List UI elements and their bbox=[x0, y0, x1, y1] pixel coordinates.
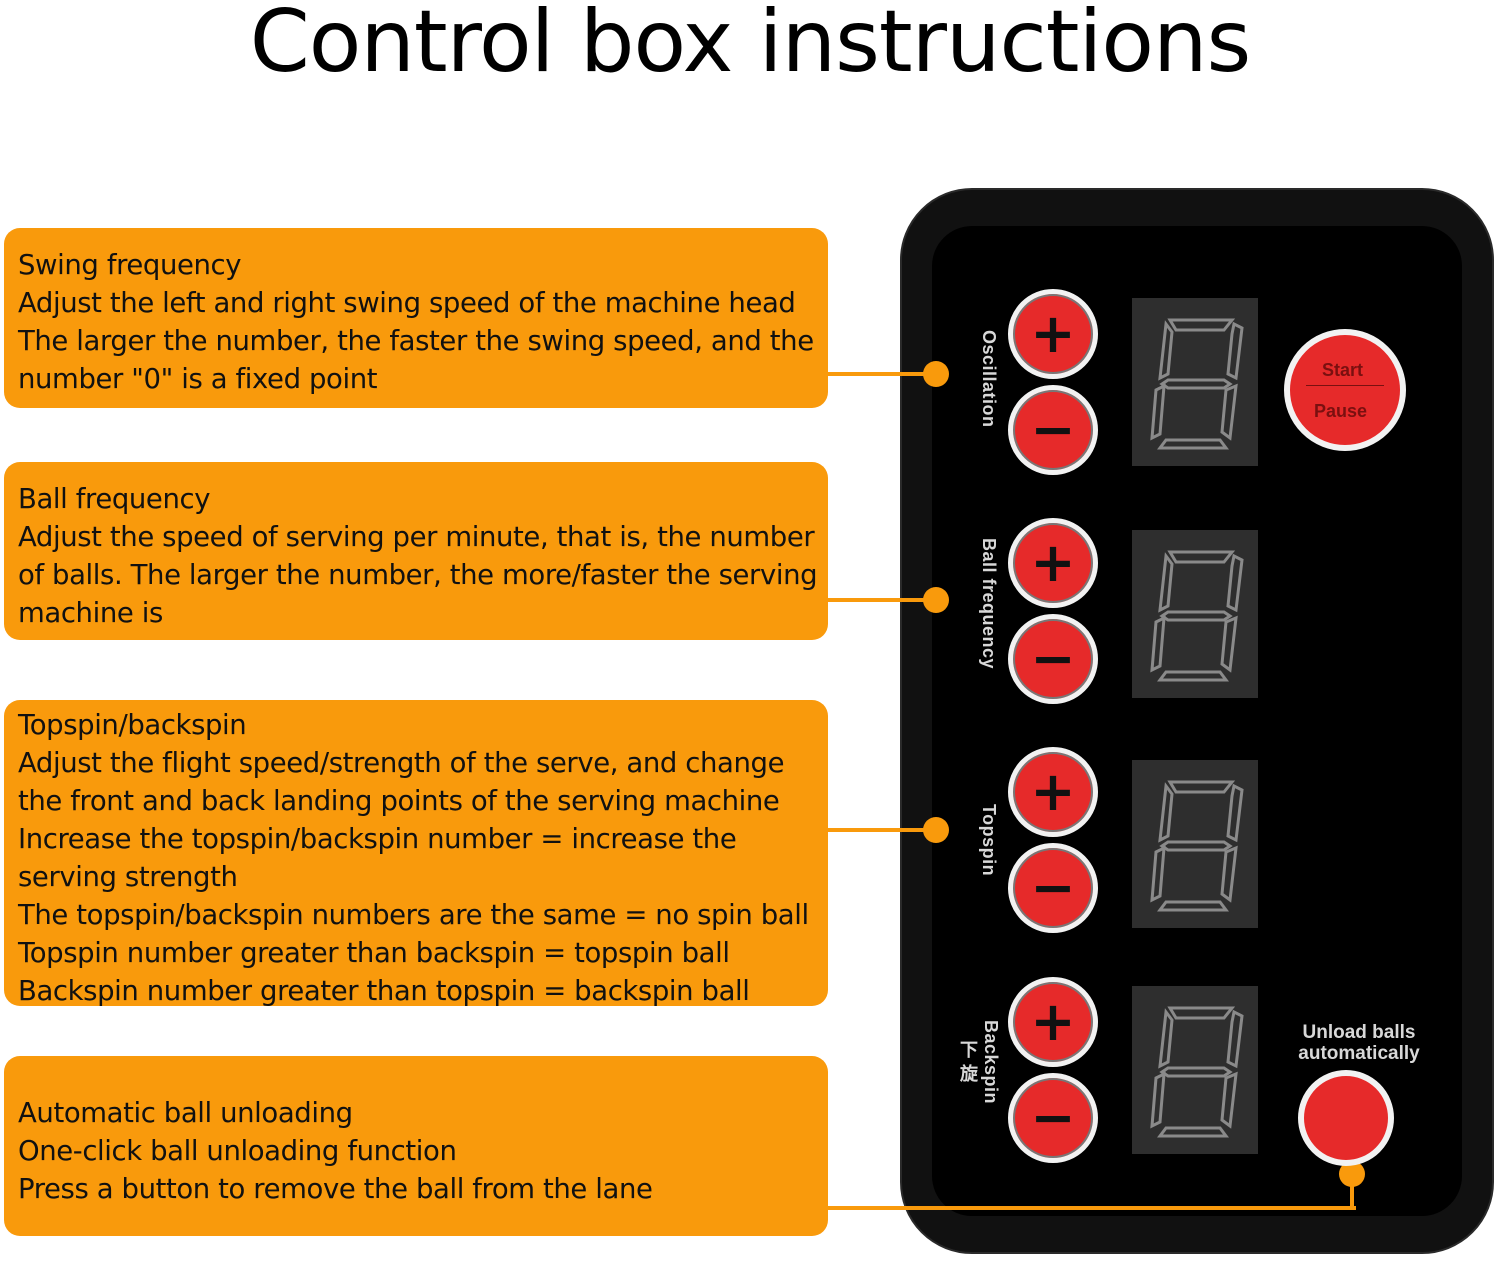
digit-segment bbox=[1167, 318, 1236, 332]
seven-segment-digit bbox=[1150, 780, 1244, 912]
unload-label-line: automatically bbox=[1298, 1043, 1420, 1064]
digit-segment bbox=[1226, 553, 1244, 613]
connector-line bbox=[826, 1206, 1356, 1210]
connector-dot bbox=[923, 587, 949, 613]
callout-heading: Ball frequency bbox=[18, 483, 211, 515]
digit-segment bbox=[1226, 321, 1244, 381]
callout-line: number "0" is a fixed point bbox=[18, 363, 378, 395]
digit-segment bbox=[1157, 900, 1229, 912]
ball-frequency-display bbox=[1132, 530, 1258, 698]
digit-segment bbox=[1167, 1006, 1236, 1020]
callout-line: Backspin number greater than topspin = b… bbox=[18, 975, 750, 1007]
callout-heading: Topspin/backspin bbox=[18, 709, 247, 741]
callout-line: One-click ball unloading function bbox=[18, 1135, 457, 1167]
callout-line: Adjust the speed of serving per minute, … bbox=[18, 521, 815, 553]
start-pause-divider bbox=[1306, 385, 1384, 386]
topspin-minus-button[interactable]: − bbox=[1008, 843, 1098, 933]
digit-segment bbox=[1159, 610, 1233, 622]
digit-segment bbox=[1157, 438, 1229, 450]
callout-line: serving strength bbox=[18, 861, 238, 893]
connector-dot bbox=[923, 361, 949, 387]
digit-segment bbox=[1159, 840, 1233, 852]
backspin-display bbox=[1132, 986, 1258, 1154]
callout-heading: Swing frequency bbox=[18, 249, 242, 281]
connector-line bbox=[826, 372, 936, 376]
backspin-label: Backspin bbox=[981, 1020, 1001, 1105]
callout-line: Topspin number greater than backspin = t… bbox=[18, 937, 730, 969]
backspin-plus-button[interactable]: + bbox=[1008, 977, 1098, 1067]
backspin-chinese-label: 下 旋 bbox=[957, 1040, 978, 1083]
ball-frequency-minus-button[interactable]: − bbox=[1008, 614, 1098, 704]
callout-line: the front and back landing points of the… bbox=[18, 785, 780, 817]
page-title: Control box instructions bbox=[249, 0, 1252, 92]
digit-segment bbox=[1220, 1071, 1238, 1129]
topspin-display bbox=[1132, 760, 1258, 928]
callout-line: of balls. The larger the number, the mor… bbox=[18, 559, 818, 591]
oscillation-minus-button[interactable]: − bbox=[1008, 385, 1098, 475]
callout-line: Adjust the left and right swing speed of… bbox=[18, 287, 796, 319]
connector-dot bbox=[923, 817, 949, 843]
digit-segment bbox=[1220, 615, 1238, 673]
digit-segment bbox=[1226, 1009, 1244, 1069]
callout-line: Increase the topspin/backspin number = i… bbox=[18, 823, 737, 855]
oscillation-display bbox=[1132, 298, 1258, 466]
ball-frequency-label: Ball frequency bbox=[979, 538, 999, 670]
digit-segment bbox=[1158, 782, 1174, 843]
unload-balls-button[interactable] bbox=[1298, 1070, 1394, 1166]
start-pause-button[interactable] bbox=[1284, 329, 1406, 451]
digit-segment bbox=[1150, 383, 1166, 441]
backspin-minus-button[interactable]: − bbox=[1008, 1073, 1098, 1163]
callout-swing-frequency: Swing frequency Adjust the left and righ… bbox=[4, 228, 828, 408]
callout-line: The larger the number, the faster the sw… bbox=[18, 325, 814, 357]
callout-line: Adjust the flight speed/strength of the … bbox=[18, 747, 785, 779]
digit-segment bbox=[1158, 552, 1174, 613]
pause-label: Pause bbox=[1314, 401, 1368, 421]
digit-segment bbox=[1150, 615, 1166, 673]
topspin-label: Topspin bbox=[979, 804, 999, 877]
unload-label-line: Unload balls bbox=[1302, 1022, 1416, 1043]
callout-automatic-unloading: Automatic ball unloading One-click ball … bbox=[4, 1056, 828, 1236]
ball-frequency-plus-button[interactable]: + bbox=[1008, 518, 1098, 608]
callout-topspin-backspin: Topspin/backspin Adjust the flight speed… bbox=[4, 700, 828, 1007]
oscillation-plus-button[interactable]: + bbox=[1008, 289, 1098, 379]
digit-segment bbox=[1150, 845, 1166, 903]
digit-segment bbox=[1158, 1008, 1174, 1069]
digit-segment bbox=[1226, 783, 1244, 843]
digit-segment bbox=[1220, 383, 1238, 441]
seven-segment-digit bbox=[1150, 318, 1244, 450]
start-label: Start bbox=[1322, 360, 1364, 380]
digit-segment bbox=[1167, 550, 1236, 564]
digit-segment bbox=[1157, 1126, 1229, 1138]
callout-line: machine is bbox=[18, 597, 163, 629]
connector-line bbox=[1350, 1172, 1354, 1208]
digit-segment bbox=[1157, 670, 1229, 682]
digit-segment bbox=[1159, 1066, 1233, 1078]
connector-line bbox=[826, 598, 936, 602]
callout-line: The topspin/backspin numbers are the sam… bbox=[18, 899, 809, 931]
seven-segment-digit bbox=[1150, 1006, 1244, 1138]
topspin-plus-button[interactable]: + bbox=[1008, 747, 1098, 837]
callout-line: Press a button to remove the ball from t… bbox=[18, 1173, 653, 1205]
digit-segment bbox=[1167, 780, 1236, 794]
digit-segment bbox=[1220, 845, 1238, 903]
seven-segment-digit bbox=[1150, 550, 1244, 682]
connector-line bbox=[826, 828, 936, 832]
callout-ball-frequency: Ball frequency Adjust the speed of servi… bbox=[4, 462, 828, 640]
digit-segment bbox=[1150, 1071, 1166, 1129]
oscillation-label: Oscillation bbox=[979, 330, 999, 428]
digit-segment bbox=[1158, 320, 1174, 381]
unload-label: Unload balls automatically bbox=[1286, 1022, 1432, 1064]
callout-heading: Automatic ball unloading bbox=[18, 1097, 353, 1129]
digit-segment bbox=[1159, 378, 1233, 390]
